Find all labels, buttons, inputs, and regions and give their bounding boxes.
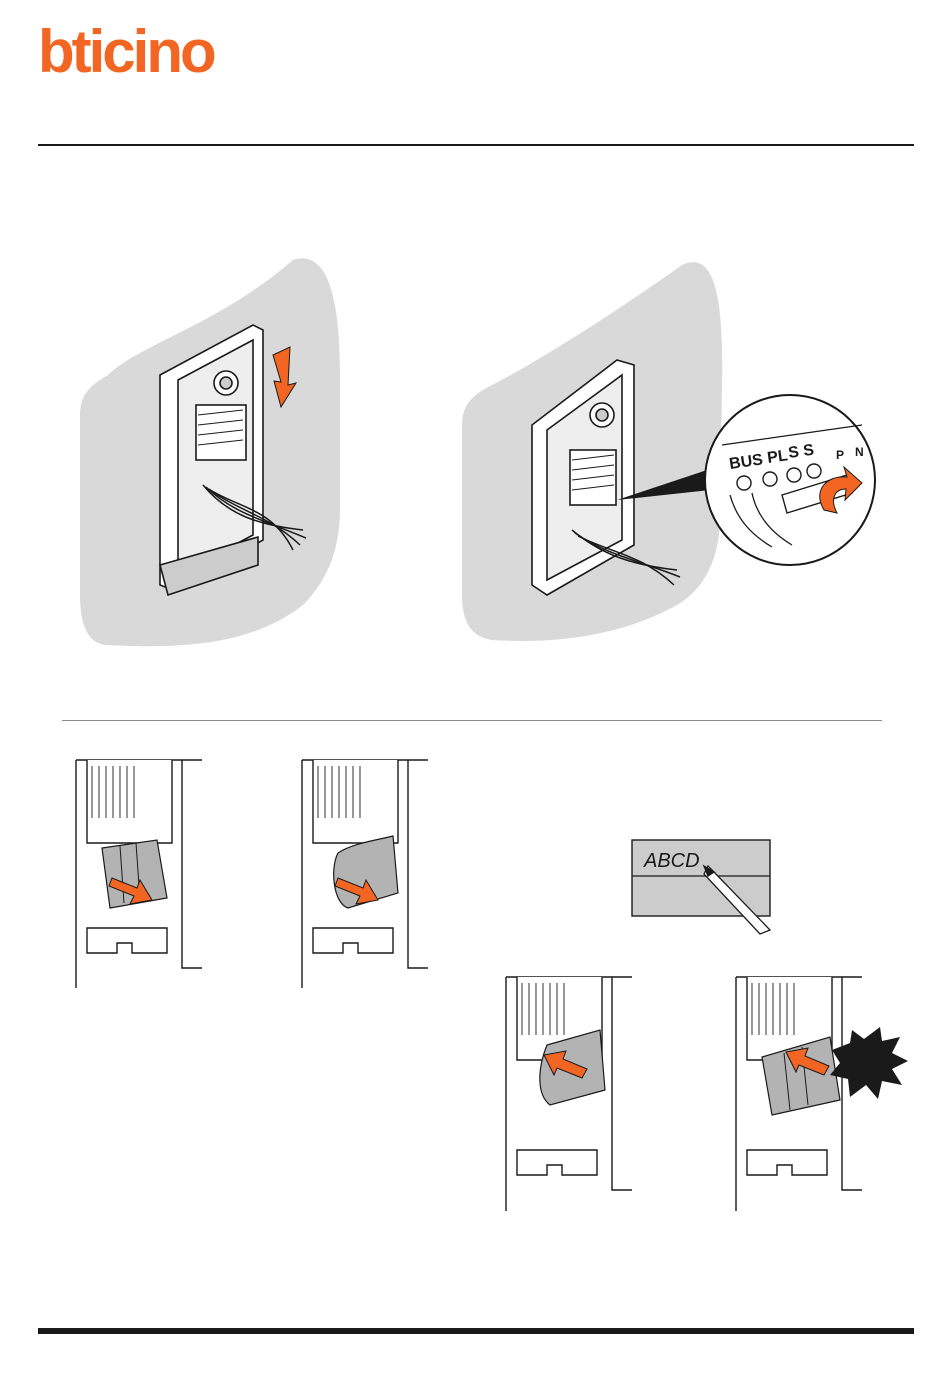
header-divider (38, 144, 914, 146)
terminal-p-label: P (836, 448, 844, 462)
figure-insert-label (502, 975, 642, 1215)
figure-nameplate-writing: ABCD (630, 838, 790, 938)
figure-remove-label (298, 758, 438, 990)
terminal-zoom: BUS PL S S P N (705, 395, 875, 565)
terminal-n-label: N (855, 445, 864, 459)
figure-snap-cover (732, 975, 910, 1215)
brand-logo: bticino (38, 22, 214, 82)
figure-mounting (78, 255, 363, 650)
nameplate-handwriting: ABCD (643, 850, 700, 872)
terminal-pl-label: PL (766, 447, 789, 467)
figure-remove-cover (72, 758, 212, 990)
section-divider (62, 720, 882, 721)
footer-divider (38, 1328, 914, 1334)
figure-wiring: BUS PL S S P N (452, 255, 892, 650)
